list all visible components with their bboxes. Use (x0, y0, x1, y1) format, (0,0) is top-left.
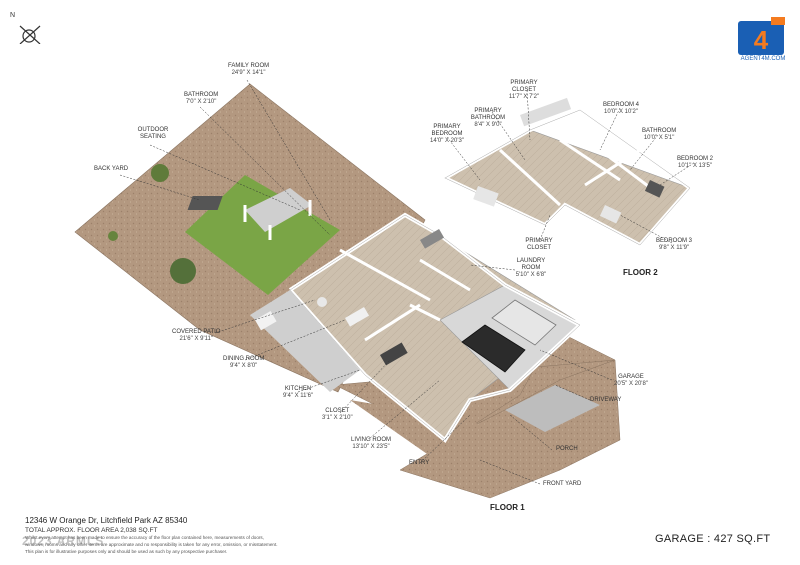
agent4m-logo: 4 (738, 17, 785, 55)
patio-slab (250, 290, 360, 392)
label-front-yard: FRONT YARD (543, 481, 582, 487)
plant-1 (108, 231, 118, 241)
disclaimer-line-3: This plan is for illustrative purposes o… (25, 549, 228, 554)
label-bedroom-2: BEDROOM 210'1" x 13'5" (677, 156, 714, 169)
label-bedroom-4: BEDROOM 410'0" x 10'2" (603, 102, 640, 115)
primary-closet-shelving (520, 97, 572, 127)
disclaimer-line-2: windows, rooms and any other items are a… (25, 542, 278, 547)
leader-lines (119, 79, 695, 485)
label-driveway: DRIVEWAY (590, 397, 622, 403)
label-back-yard: BACK YARD (94, 166, 129, 172)
lawn (185, 175, 340, 295)
front-yard-ground (334, 329, 621, 499)
label-bedroom-3: BEDROOM 39'8" x 11'9" (656, 238, 693, 251)
garage-total-area: GARAGE : 427 SQ.FT (655, 533, 771, 545)
primary-bed (473, 185, 499, 207)
bed-3 (599, 205, 622, 224)
kitchen-island (345, 307, 370, 327)
car-black (461, 324, 526, 373)
car-white (491, 299, 557, 346)
label-entry: ENTRY (409, 460, 430, 466)
address: 12346 W Orange Dr, Litchfield Park AZ 85… (25, 516, 188, 525)
outdoor-sofa (187, 196, 223, 210)
front-yard-strip (350, 400, 560, 498)
logo-text: AGENT4M.COM (740, 56, 786, 62)
label-outdoor-seating: OUTDOOR SEATING (137, 127, 169, 140)
floor-2-title: FLOOR 2 (623, 268, 658, 277)
watermark: 2023 ARMLS (22, 534, 105, 548)
bush-1 (151, 164, 169, 182)
total-area: TOTAL APPROX. FLOOR AREA 2,038 SQ.FT (25, 527, 158, 534)
bush-2 (170, 258, 196, 284)
bed-2 (644, 180, 665, 198)
disclaimer-line-1: Whilst every attempt has been made to en… (25, 535, 265, 540)
family-sofa (420, 229, 445, 249)
outdoor-seating-pad (245, 188, 312, 232)
living-sofa (380, 342, 408, 366)
label-primary-closet-lower: PRIMARY CLOSET (525, 238, 553, 251)
floor-1-title: FLOOR 1 (490, 503, 525, 512)
compass-icon (19, 25, 41, 44)
label-porch: PORCH (556, 446, 578, 452)
compass-north-label: N (10, 12, 16, 19)
dining-table (317, 297, 327, 307)
driveway (505, 385, 600, 432)
svg-text:4: 4 (754, 25, 769, 55)
